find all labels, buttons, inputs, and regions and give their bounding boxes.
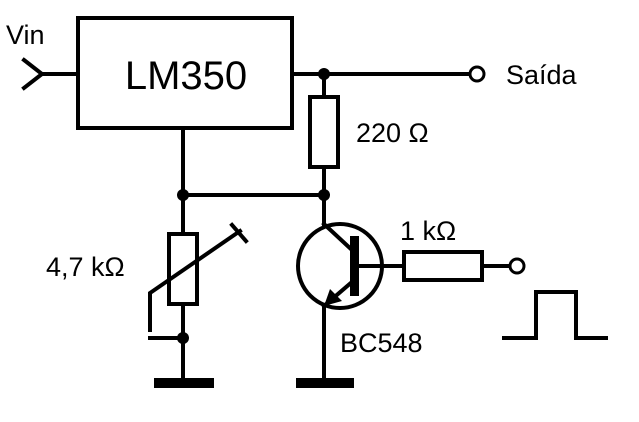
lm350-label: LM350 xyxy=(125,54,247,98)
r1k-label: 1 kΩ xyxy=(400,216,456,246)
input-pulse-terminal xyxy=(508,257,526,275)
output-label: Saída xyxy=(506,60,578,90)
ground-symbol-right xyxy=(296,378,354,388)
resistor-220 xyxy=(308,95,340,169)
pot-wiper-arrow xyxy=(148,228,243,332)
vin-label: Vin xyxy=(6,20,45,50)
pot-label: 4,7 kΩ xyxy=(46,252,125,282)
square-pulse-icon xyxy=(502,290,608,340)
transistor-base-bar xyxy=(350,236,359,296)
pot-wiper-tip xyxy=(229,222,249,244)
output-terminal xyxy=(468,65,486,83)
ground-symbol-left xyxy=(154,378,214,388)
collector-lead xyxy=(321,221,355,253)
vin-input-arrow xyxy=(21,57,46,91)
r220-label: 220 Ω xyxy=(356,118,429,148)
emitter-arrow-icon xyxy=(324,289,342,306)
resistor-1k xyxy=(402,250,484,282)
transistor-label: BC548 xyxy=(340,328,423,358)
